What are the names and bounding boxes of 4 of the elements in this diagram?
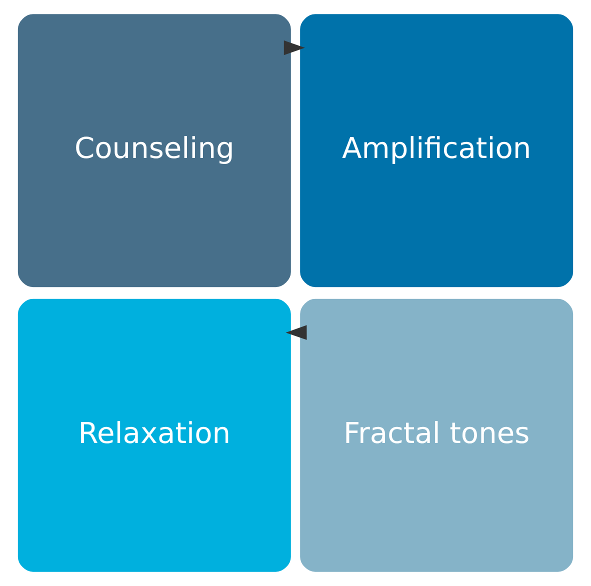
node-box: Relaxation	[16, 298, 292, 574]
arrow	[284, 40, 305, 56]
arrow	[286, 325, 307, 340]
node-box: Amplification	[298, 12, 574, 288]
